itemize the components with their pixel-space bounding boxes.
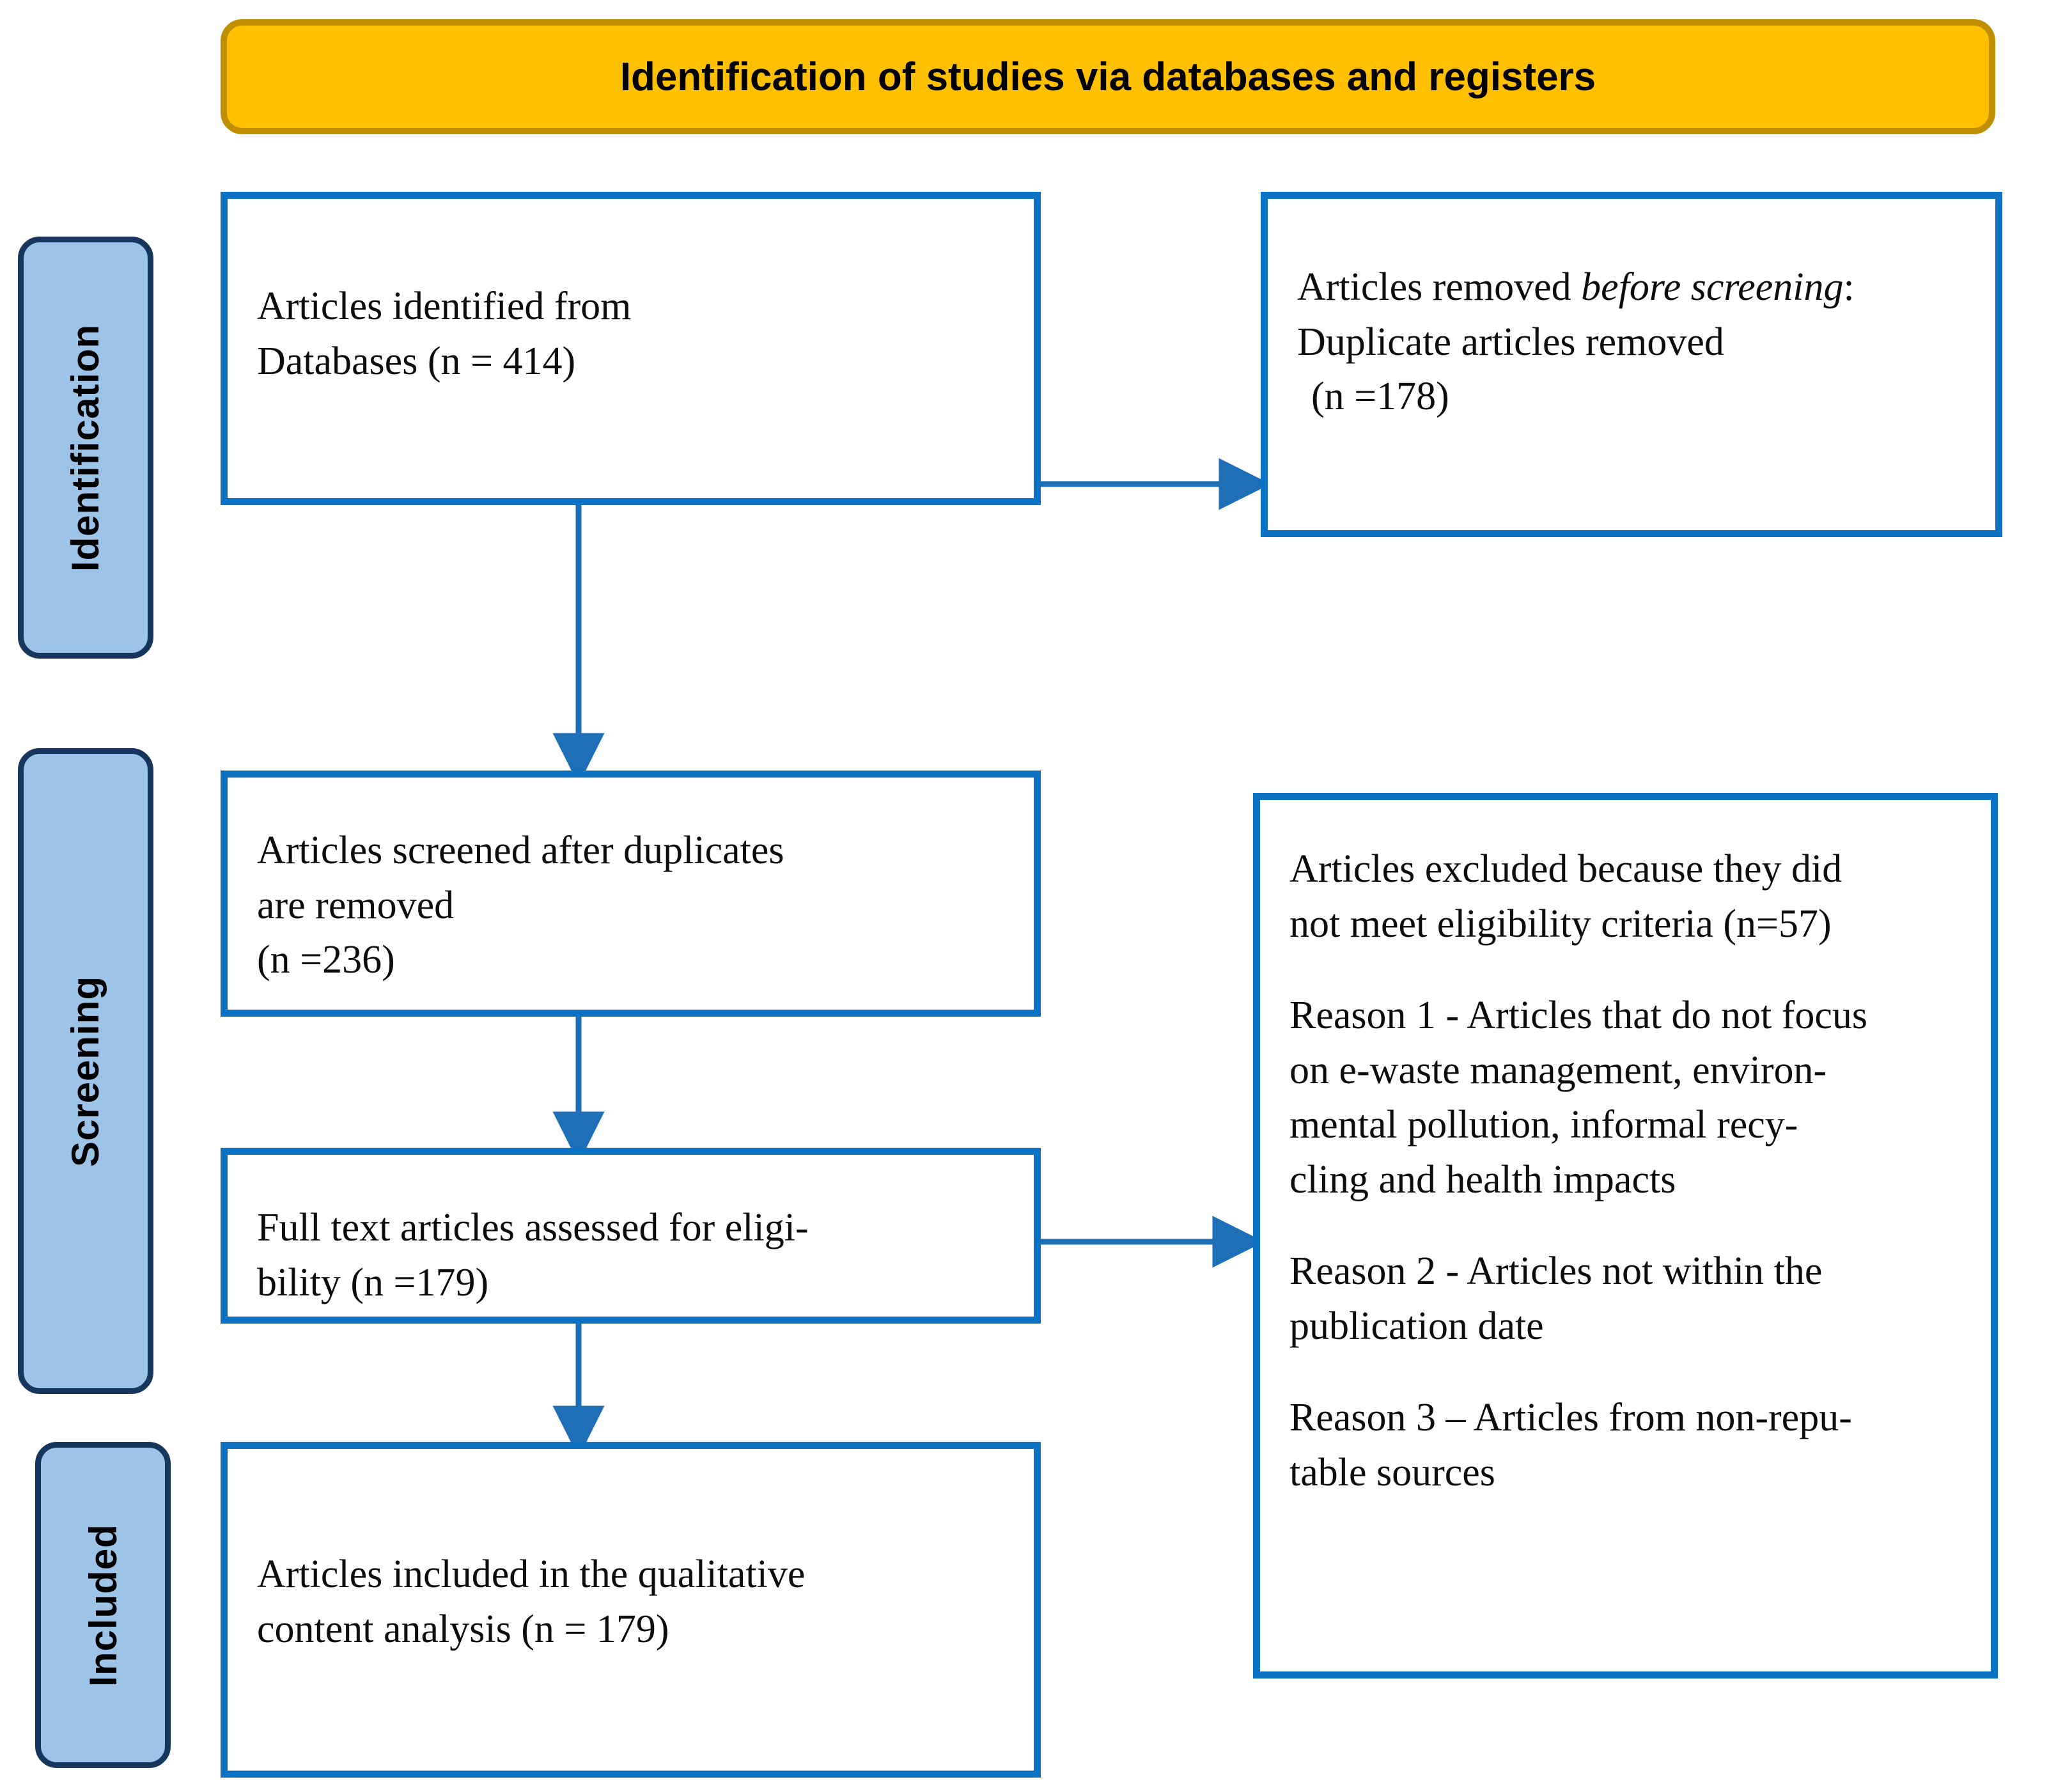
box-articles-excluded-line2: not meet eligibility criteria (n=57) xyxy=(1289,902,1832,946)
stage-label-identification-text: Identification xyxy=(64,324,107,572)
box-fulltext-assessed: Full text articles assessed for eligi- b… xyxy=(221,1148,1041,1324)
stage-label-screening-text: Screening xyxy=(64,975,107,1167)
box-excluded-reason1-line2: on e-waste management, environ- xyxy=(1289,1048,1827,1092)
box-articles-removed: Articles removed before screening: Dupli… xyxy=(1261,192,2002,537)
box-articles-removed-line1-suffix: : xyxy=(1843,265,1855,309)
box-articles-included-line2: content analysis (n = 179) xyxy=(257,1607,669,1651)
box-fulltext-assessed-line2: bility (n =179) xyxy=(257,1260,489,1304)
box-articles-excluded-line1: Articles excluded because they did xyxy=(1289,847,1842,891)
box-excluded-reason2-line2: publication date xyxy=(1289,1304,1544,1348)
stage-label-included-text: Included xyxy=(81,1523,125,1687)
stage-label-identification: Identification xyxy=(18,237,153,659)
box-excluded-reason1-line1: Reason 1 - Articles that do not focus xyxy=(1289,994,1867,1038)
box-excluded-reason2-line1: Reason 2 - Articles not within the xyxy=(1289,1249,1823,1294)
box-articles-excluded: Articles excluded because they did not m… xyxy=(1253,793,1998,1678)
box-articles-included-line1: Articles included in the qualitative xyxy=(257,1553,806,1596)
box-articles-removed-line1: Articles removed before screening: xyxy=(1297,260,1966,315)
box-articles-identified-line1: Articles identified from xyxy=(257,285,632,328)
box-fulltext-assessed-line1: Full text articles assessed for eligi- xyxy=(257,1206,809,1249)
box-articles-identified: Articles identified from Databases (n = … xyxy=(221,192,1041,505)
box-articles-identified-line2: Databases (n = 414) xyxy=(257,339,576,383)
diagram-header-banner: Identification of studies via databases … xyxy=(221,19,1995,134)
stage-label-included: Included xyxy=(35,1442,171,1768)
box-excluded-reason1-line4: cling and health impacts xyxy=(1289,1157,1676,1201)
box-articles-screened-line3: (n =236) xyxy=(257,938,395,982)
box-articles-removed-line2: Duplicate articles removed xyxy=(1297,320,1724,364)
box-articles-removed-line3: (n =178) xyxy=(1311,375,1449,419)
diagram-title: Identification of studies via databases … xyxy=(619,54,1596,99)
box-articles-screened-line2: are removed xyxy=(257,883,455,927)
box-articles-screened: Articles screened after duplicates are r… xyxy=(221,771,1041,1017)
box-excluded-reason3-line2: table sources xyxy=(1289,1450,1495,1494)
box-excluded-reason1-line3: mental pollution, informal recy- xyxy=(1289,1103,1798,1147)
box-articles-removed-line1-italic: before screening xyxy=(1581,265,1844,309)
box-articles-included: Articles included in the qualitative con… xyxy=(221,1442,1041,1778)
box-articles-screened-line1: Articles screened after duplicates xyxy=(257,829,784,872)
stage-label-screening: Screening xyxy=(18,748,153,1394)
box-excluded-reason3-line1: Reason 3 – Articles from non-repu- xyxy=(1289,1396,1852,1440)
box-articles-removed-line1-prefix: Articles removed xyxy=(1297,265,1582,309)
